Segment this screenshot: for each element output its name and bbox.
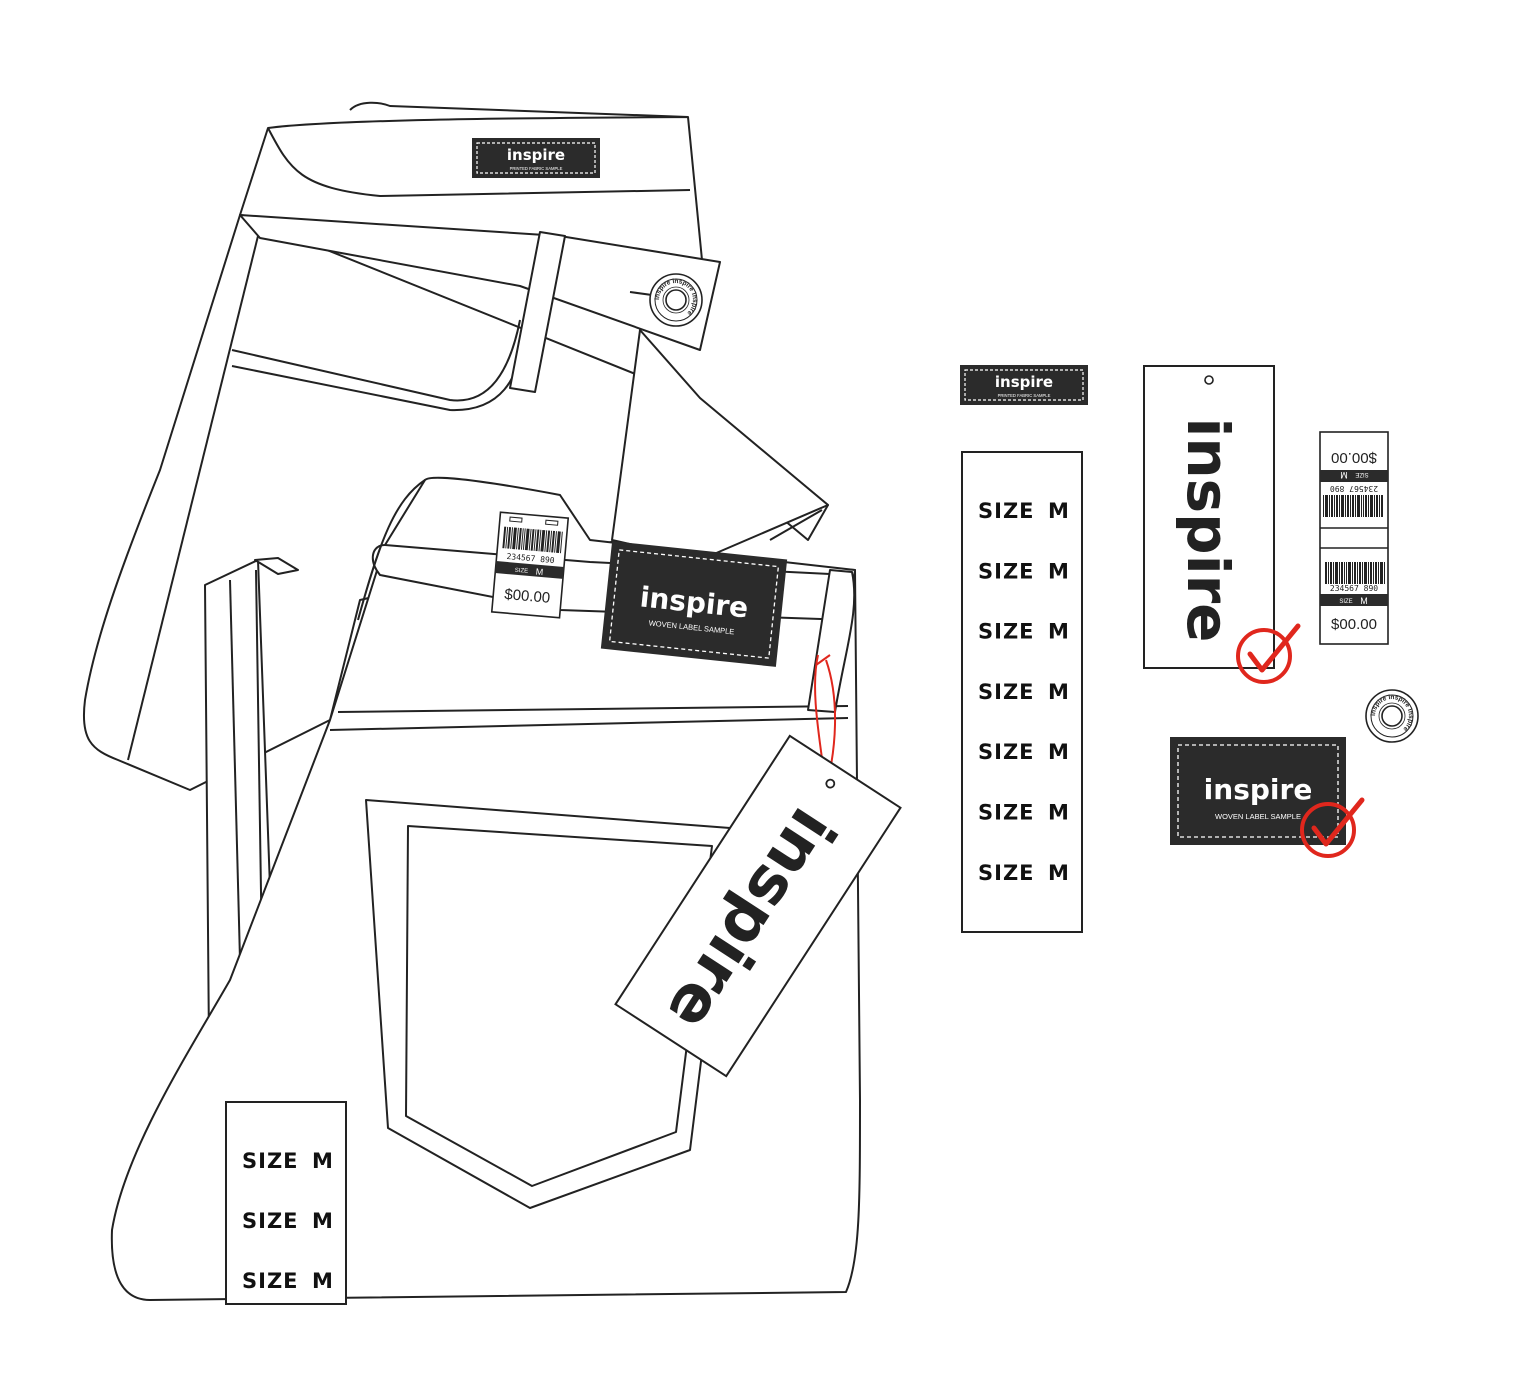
price-tag-sample-barcode-number-flipped: 234567 890	[1330, 484, 1378, 493]
barcode-icon	[1325, 562, 1385, 584]
jeans-size-word-2: SIZE	[242, 1209, 299, 1233]
price-tag-size-word: SIZE	[515, 568, 529, 575]
sample-size-word-3: SIZE	[978, 620, 1035, 644]
woven-label-on-jeans: inspire WOVEN LABEL SAMPLE	[600, 540, 788, 668]
sample-size-word-2: SIZE	[978, 559, 1035, 583]
size-label-sample: SIZE M SIZE M SIZE M SIZE M SIZE M SIZE M SIZE M	[961, 451, 1083, 933]
sample-size-word-1: SIZE	[978, 499, 1035, 523]
sample-size-value-1: M	[1048, 499, 1070, 523]
jeans-size-word-1: SIZE	[242, 1149, 299, 1173]
sample-size-value-3: M	[1048, 620, 1070, 644]
price-tag-sample-size-word-flipped: SIZE	[1355, 471, 1368, 477]
price-tag-on-jeans: 234567 890 SIZE M $00.00	[490, 511, 570, 619]
sample-size-value-4: M	[1048, 680, 1070, 704]
printed-label-brand: inspire	[507, 146, 565, 164]
size-label-on-jeans: SIZE M SIZE M SIZE M	[225, 1101, 347, 1305]
price-tag-sample-size-value-flipped: M	[1340, 470, 1348, 480]
price-tag-sample-price: $00.00	[1331, 616, 1377, 633]
printed-sample-caption: PRINTED FABRIC SAMPLE	[998, 393, 1051, 398]
price-tag-sample-barcode-number: 234567 890	[1330, 584, 1378, 593]
hangtag-sample: inspire	[1143, 365, 1275, 669]
price-tag-sample-price-flipped: $00.00	[1331, 449, 1377, 466]
printed-fabric-label-sample: inspire PRINTED FABRIC SAMPLE	[959, 364, 1089, 406]
sample-size-word-7: SIZE	[978, 861, 1035, 885]
price-tag-sample-size-value: M	[1360, 596, 1368, 606]
sample-size-word-4: SIZE	[978, 680, 1035, 704]
woven-label-sample: inspire WOVEN LABEL SAMPLE	[1169, 736, 1347, 846]
jeans-size-word-3: SIZE	[242, 1269, 299, 1293]
price-tag-barcode-number: 234567 890	[506, 552, 555, 565]
woven-sample-caption: WOVEN LABEL SAMPLE	[1215, 812, 1301, 821]
sample-size-value-6: M	[1048, 801, 1070, 825]
price-tag-size-value: M	[535, 567, 543, 578]
printed-label-caption: PRINTED FABRIC SAMPLE	[510, 166, 563, 171]
sample-size-value-7: M	[1048, 861, 1070, 885]
printed-sample-brand: inspire	[995, 373, 1053, 391]
woven-sample-brand: inspire	[1204, 773, 1313, 806]
jeans-size-value-3: M	[312, 1269, 334, 1293]
sample-size-value-5: M	[1048, 740, 1070, 764]
sample-size-value-2: M	[1048, 559, 1070, 583]
sample-size-word-6: SIZE	[978, 801, 1035, 825]
price-tag-price: $00.00	[504, 586, 551, 607]
price-tag-sample: $00.00 SIZE M 234567 890 234567 890 SIZE…	[1319, 431, 1389, 645]
barcode-icon	[1323, 495, 1383, 517]
price-tag-sample-size-word: SIZE	[1339, 599, 1352, 605]
button-logo-icon: inspire inspire inspire	[1365, 689, 1419, 743]
printed-fabric-label-back: inspire PRINTED FABRIC SAMPLE	[471, 137, 601, 179]
hangtag-sample-brand: inspire	[1174, 417, 1242, 642]
jeans-size-value-1: M	[312, 1149, 334, 1173]
button-logo-icon: inspire inspire inspire	[649, 273, 703, 327]
sample-size-word-5: SIZE	[978, 740, 1035, 764]
jeans-size-value-2: M	[312, 1209, 334, 1233]
